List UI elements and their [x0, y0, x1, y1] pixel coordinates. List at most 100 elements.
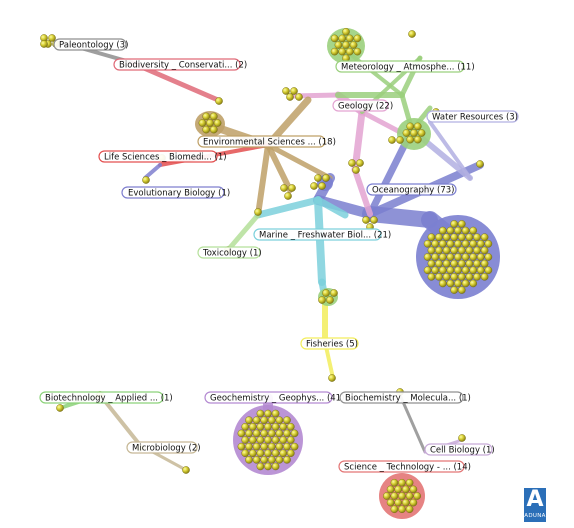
document-node [283, 429, 291, 438]
document-node [435, 259, 443, 268]
logo-name: ADUNA [524, 513, 546, 519]
document-node [245, 456, 253, 464]
label-box-meteorology [335, 60, 465, 73]
cluster-label-paleontology: Paleontology (3) [53, 38, 128, 51]
document-node [386, 485, 395, 494]
document-node [423, 266, 432, 275]
label-text-lifesci: Life Sciences _ Biomedi... (1) [104, 153, 227, 163]
link-envsci [265, 142, 293, 193]
document-node [454, 253, 462, 261]
label-box-ocean [366, 183, 457, 196]
document-node [252, 442, 261, 451]
logo-letter: A [526, 487, 544, 512]
document-node [237, 429, 246, 438]
document-node [405, 478, 414, 487]
document-node [318, 296, 326, 304]
cluster-label-scitech: Science _ Technology - ... (14) [338, 460, 471, 473]
document-node [260, 442, 269, 451]
document-node [48, 34, 56, 42]
document-node [413, 122, 422, 131]
document-node [248, 436, 257, 444]
document-node [469, 266, 478, 275]
document-node [283, 456, 291, 464]
document-node [435, 273, 443, 281]
label-text-geology: Geology (22) [338, 102, 393, 112]
document-node [435, 246, 443, 255]
document-node [252, 429, 261, 438]
document-node [408, 30, 416, 38]
label-text-biotech: Biotechnology _ Applied ... (1) [45, 394, 173, 404]
document-node [142, 176, 150, 184]
document-node [349, 41, 358, 49]
link-geology [352, 167, 373, 217]
document-node [401, 498, 410, 507]
document-node [284, 192, 292, 200]
document-node [256, 409, 265, 418]
document-node [480, 273, 489, 281]
link-envsci [265, 142, 333, 181]
cluster-label-lifesci: Life Sciences _ Biomedi... (1) [98, 150, 227, 163]
cluster-label-evobio: Evolutionary Biology (1) [121, 186, 230, 199]
document-node [413, 492, 422, 500]
document-node [469, 253, 478, 261]
document-node [40, 40, 48, 48]
document-node [469, 279, 478, 288]
document-node [450, 220, 459, 228]
link-marine [314, 196, 349, 219]
document-node [410, 129, 418, 137]
cluster-labels: Paleontology (3)Biodiversity _ Conservat… [39, 38, 519, 473]
document-node [330, 289, 338, 297]
document-node [279, 436, 288, 444]
document-node [256, 449, 265, 458]
document-node [473, 246, 481, 255]
document-node [394, 498, 403, 507]
document-node [215, 97, 223, 105]
document-node [476, 253, 485, 261]
document-node [286, 449, 295, 458]
document-node [431, 266, 440, 275]
document-node [442, 233, 451, 241]
document-node [286, 436, 295, 444]
document-node [348, 159, 356, 167]
document-node [480, 259, 489, 268]
cluster-label-geology: Geology (22) [332, 99, 393, 112]
document-node [271, 422, 280, 431]
document-node [275, 456, 284, 464]
document-node [458, 434, 466, 442]
cluster-label-fish: Fisheries (5) [300, 337, 359, 350]
label-text-ocean: Oceanography (73) [372, 186, 454, 196]
document-node [450, 273, 459, 281]
document-node [438, 279, 447, 288]
label-box-envsci [197, 135, 326, 148]
document-node [484, 239, 493, 248]
document-node [283, 416, 291, 424]
document-node [454, 279, 462, 288]
document-node [409, 498, 418, 507]
document-node [405, 505, 414, 514]
document-node [450, 246, 459, 255]
document-node [275, 429, 284, 438]
document-node [252, 456, 261, 464]
cluster-label-biochem: Biochemistry _ Molecula... (1) [339, 391, 471, 404]
label-text-water: Water Resources (3) [432, 113, 518, 123]
link-geology [351, 108, 366, 174]
document-node [260, 416, 269, 424]
document-node [442, 273, 451, 281]
document-node [438, 226, 447, 235]
document-node [248, 449, 257, 458]
document-node [484, 266, 493, 275]
document-node [275, 442, 284, 451]
document-node [454, 226, 462, 235]
document-node [457, 233, 466, 241]
document-node [469, 226, 478, 235]
document-node [398, 478, 406, 487]
document-node [342, 41, 350, 49]
document-node [352, 166, 360, 174]
document-node [427, 259, 436, 268]
label-text-biochem: Biochemistry _ Molecula... (1) [345, 394, 471, 404]
document-node [431, 239, 440, 248]
document-node [290, 429, 299, 438]
document-node [330, 34, 339, 43]
label-text-fish: Fisheries (5) [306, 340, 358, 350]
